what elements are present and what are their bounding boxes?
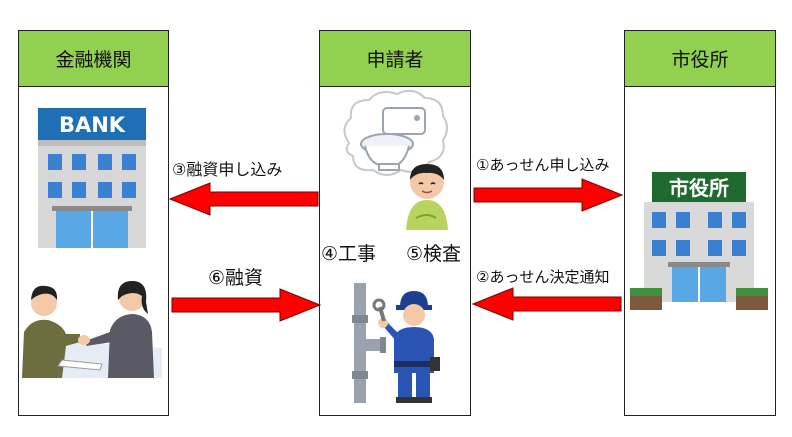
arrow-1-mediation-application (473, 178, 624, 212)
step-6-label: ⑥融資 (208, 267, 264, 289)
handshake-icon (22, 280, 162, 378)
bank-building-icon: BANK (38, 108, 146, 248)
city-sign-text: 市役所 (669, 176, 729, 200)
arrow-3-loan-application (168, 182, 319, 216)
city-column-header: 市役所 (625, 31, 775, 87)
step-3-label: ③融資申し込み (172, 160, 283, 179)
plumber-icon (352, 283, 440, 403)
man-icon (406, 164, 448, 230)
city-hall-icon: 市役所 (630, 172, 768, 310)
applicant-column-header: 申請者 (320, 31, 470, 87)
step-2-label: ②あっせん決定通知 (476, 268, 610, 286)
step-5-label: ⑤検査 (406, 243, 462, 265)
step-1-label: ①あっせん申し込み (476, 156, 610, 174)
arrow-6-loan (171, 288, 322, 322)
arrow-2-mediation-notice (471, 287, 622, 321)
bank-sign-text: BANK (59, 113, 126, 137)
bank-column-header: 金融機関 (19, 31, 168, 87)
step-4-label: ④工事 (321, 243, 377, 265)
toilet-thought-icon (343, 89, 448, 176)
